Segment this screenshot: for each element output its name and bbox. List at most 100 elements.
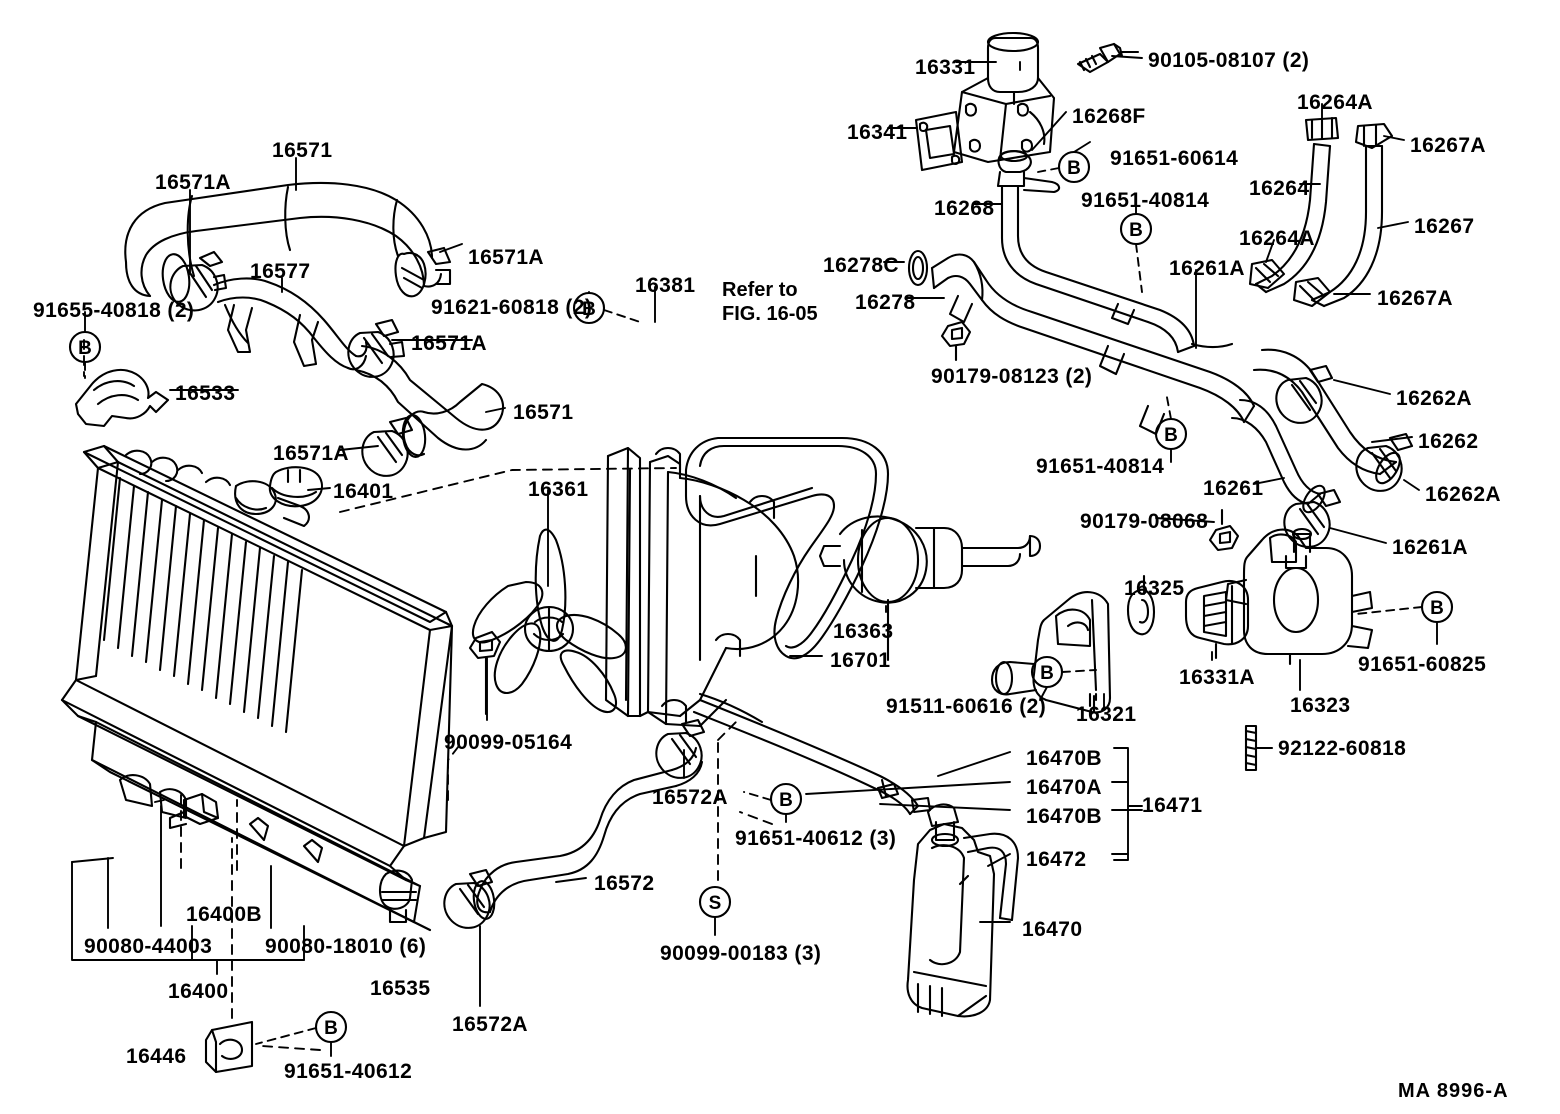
part-label-16278: 16278 bbox=[855, 291, 916, 314]
part-label-16261A: 16261A bbox=[1169, 257, 1245, 280]
part-label-16331A: 16331A bbox=[1179, 666, 1255, 689]
hose-clamp-16262A-lower bbox=[1355, 432, 1414, 492]
part-label-91651-60614: 91651-60614 bbox=[1110, 147, 1239, 170]
part-label-16577: 16577 bbox=[250, 260, 311, 283]
fan-nut-90099-05164 bbox=[468, 630, 502, 716]
thermostat-gasket-16325 bbox=[1126, 574, 1156, 636]
part-label-16470: 16470 bbox=[1022, 918, 1083, 941]
bolt-callout-letter: B bbox=[1164, 425, 1178, 446]
hose-clamp-16261A bbox=[1283, 488, 1342, 548]
part-label-16571: 16571 bbox=[272, 139, 333, 162]
gasket-16341 bbox=[914, 110, 964, 172]
part-label-16470A: 16470A bbox=[1026, 776, 1102, 799]
bolt-callout-letter: B bbox=[1430, 598, 1444, 619]
hose-clamp-16267A-bottom bbox=[1292, 276, 1332, 308]
part-label-91621-60818--2-: 91621-60818 (2) bbox=[431, 296, 593, 319]
figure-code: MA 8996-A bbox=[1398, 1080, 1509, 1102]
water-outlet-16321 bbox=[990, 591, 1112, 714]
upper-radiator-hose-16571 bbox=[124, 181, 443, 303]
reservoir-group-bracket bbox=[805, 747, 1143, 923]
part-label-16470B: 16470B bbox=[1026, 805, 1102, 828]
cooling-fan-16361 bbox=[472, 528, 627, 714]
part-label-91651-40612--3-: 91651-40612 (3) bbox=[735, 827, 897, 850]
part-label-16278C: 16278C bbox=[823, 254, 899, 277]
part-label-90179-08068: 90179-08068 bbox=[1080, 510, 1209, 533]
drain-cock-16400B bbox=[168, 792, 220, 830]
part-label-16325: 16325 bbox=[1124, 577, 1185, 600]
part-label-16262: 16262 bbox=[1418, 430, 1479, 453]
nut-90179-08068 bbox=[1208, 508, 1240, 552]
part-label-91651-40814: 91651-40814 bbox=[1036, 455, 1165, 478]
fan-coupling-16363 bbox=[818, 515, 1042, 662]
screw-callout-letter: S bbox=[709, 893, 722, 914]
part-label-16572A: 16572A bbox=[652, 786, 728, 809]
hose-clamp-16262A-upper bbox=[1275, 364, 1334, 424]
part-label-16267A: 16267A bbox=[1377, 287, 1453, 310]
part-label-90080-44003: 90080-44003 bbox=[84, 935, 213, 958]
reservoir-tank-16470 bbox=[906, 822, 996, 1018]
part-label-16533: 16533 bbox=[175, 382, 236, 405]
part-label-16446: 16446 bbox=[126, 1045, 187, 1068]
part-label-90099-05164: 90099-05164 bbox=[444, 731, 573, 754]
part-label-16341: 16341 bbox=[847, 121, 908, 144]
part-label-16401: 16401 bbox=[333, 480, 394, 503]
bolt-90105-08107 bbox=[1076, 42, 1140, 74]
part-label-16400B: 16400B bbox=[186, 903, 262, 926]
part-label-91511-60616--2-: 91511-60616 (2) bbox=[886, 695, 1047, 718]
water-inlet-pipe-16278 bbox=[907, 249, 1256, 436]
bolt-callout-letter: B bbox=[1129, 220, 1143, 241]
hose-clamp-16264A-top bbox=[1304, 116, 1340, 142]
group-bracket-16400 bbox=[71, 799, 305, 975]
water-pump-16323 bbox=[1224, 527, 1374, 666]
part-label-16321: 16321 bbox=[1076, 703, 1137, 726]
part-label-16264A: 16264A bbox=[1239, 227, 1315, 250]
drive-belt-16701 bbox=[684, 436, 890, 660]
bolt-callout-letter: B bbox=[1067, 158, 1081, 179]
part-label-91655-40818--2-: 91655-40818 (2) bbox=[33, 299, 195, 322]
refer-to-note: Refer to FIG. 16-05 bbox=[722, 278, 818, 327]
stud-92122-60818 bbox=[1244, 724, 1274, 772]
part-label-16264A: 16264A bbox=[1297, 91, 1373, 114]
hose-clamp-16571A-3 bbox=[347, 318, 406, 378]
part-label-16261A: 16261A bbox=[1392, 536, 1468, 559]
nut-90179-08123 bbox=[940, 320, 972, 362]
part-label-16267A: 16267A bbox=[1410, 134, 1486, 157]
part-label-16361: 16361 bbox=[528, 478, 589, 501]
water-inlet-housing-16331 bbox=[952, 31, 1056, 164]
water-hose-16262 bbox=[1252, 348, 1401, 485]
part-label-16261: 16261 bbox=[1203, 477, 1264, 500]
part-label-90105-08107--2-: 90105-08107 (2) bbox=[1148, 49, 1310, 72]
part-label-16470B: 16470B bbox=[1026, 747, 1102, 770]
radiator-cap-16401 bbox=[268, 466, 323, 508]
part-label-16363: 16363 bbox=[833, 620, 894, 643]
bolt-callout-letter: B bbox=[582, 299, 596, 320]
assembly-dash-lines bbox=[83, 339, 773, 1051]
hose-clamp-16572A-left bbox=[443, 868, 494, 929]
part-label-16472: 16472 bbox=[1026, 848, 1087, 871]
bypass-hose-16577 bbox=[212, 277, 368, 371]
part-label-16267: 16267 bbox=[1414, 215, 1475, 238]
part-label-92122-60818: 92122-60818 bbox=[1278, 737, 1407, 760]
part-label-16571A: 16571A bbox=[155, 171, 231, 194]
part-label-16262A: 16262A bbox=[1396, 387, 1472, 410]
bolt-callout-letter: B bbox=[324, 1018, 338, 1039]
part-label-16571A: 16571A bbox=[273, 442, 349, 465]
part-label-16264: 16264 bbox=[1249, 177, 1310, 200]
fan-shroud bbox=[604, 446, 800, 728]
lower-hose-16571 bbox=[354, 344, 504, 458]
part-label-91651-60825: 91651-60825 bbox=[1358, 653, 1487, 676]
part-label-16535: 16535 bbox=[370, 977, 431, 1000]
part-label-91651-40612: 91651-40612 bbox=[284, 1060, 413, 1083]
part-label-91651-40814: 91651-40814 bbox=[1081, 189, 1210, 212]
part-label-90080-18010--6-: 90080-18010 (6) bbox=[265, 935, 427, 958]
overflow-clip-16470B-lower bbox=[910, 796, 932, 814]
callout-stems bbox=[84, 141, 1438, 1057]
part-label-16571A: 16571A bbox=[468, 246, 544, 269]
lower-radiator-hose-16572 bbox=[472, 746, 704, 920]
bolt-callout-letter: B bbox=[1040, 663, 1054, 684]
part-label-16701: 16701 bbox=[830, 649, 891, 672]
part-label-16572A: 16572A bbox=[452, 1013, 528, 1036]
part-label-16323: 16323 bbox=[1290, 694, 1351, 717]
callout-leaders bbox=[84, 167, 1423, 1045]
